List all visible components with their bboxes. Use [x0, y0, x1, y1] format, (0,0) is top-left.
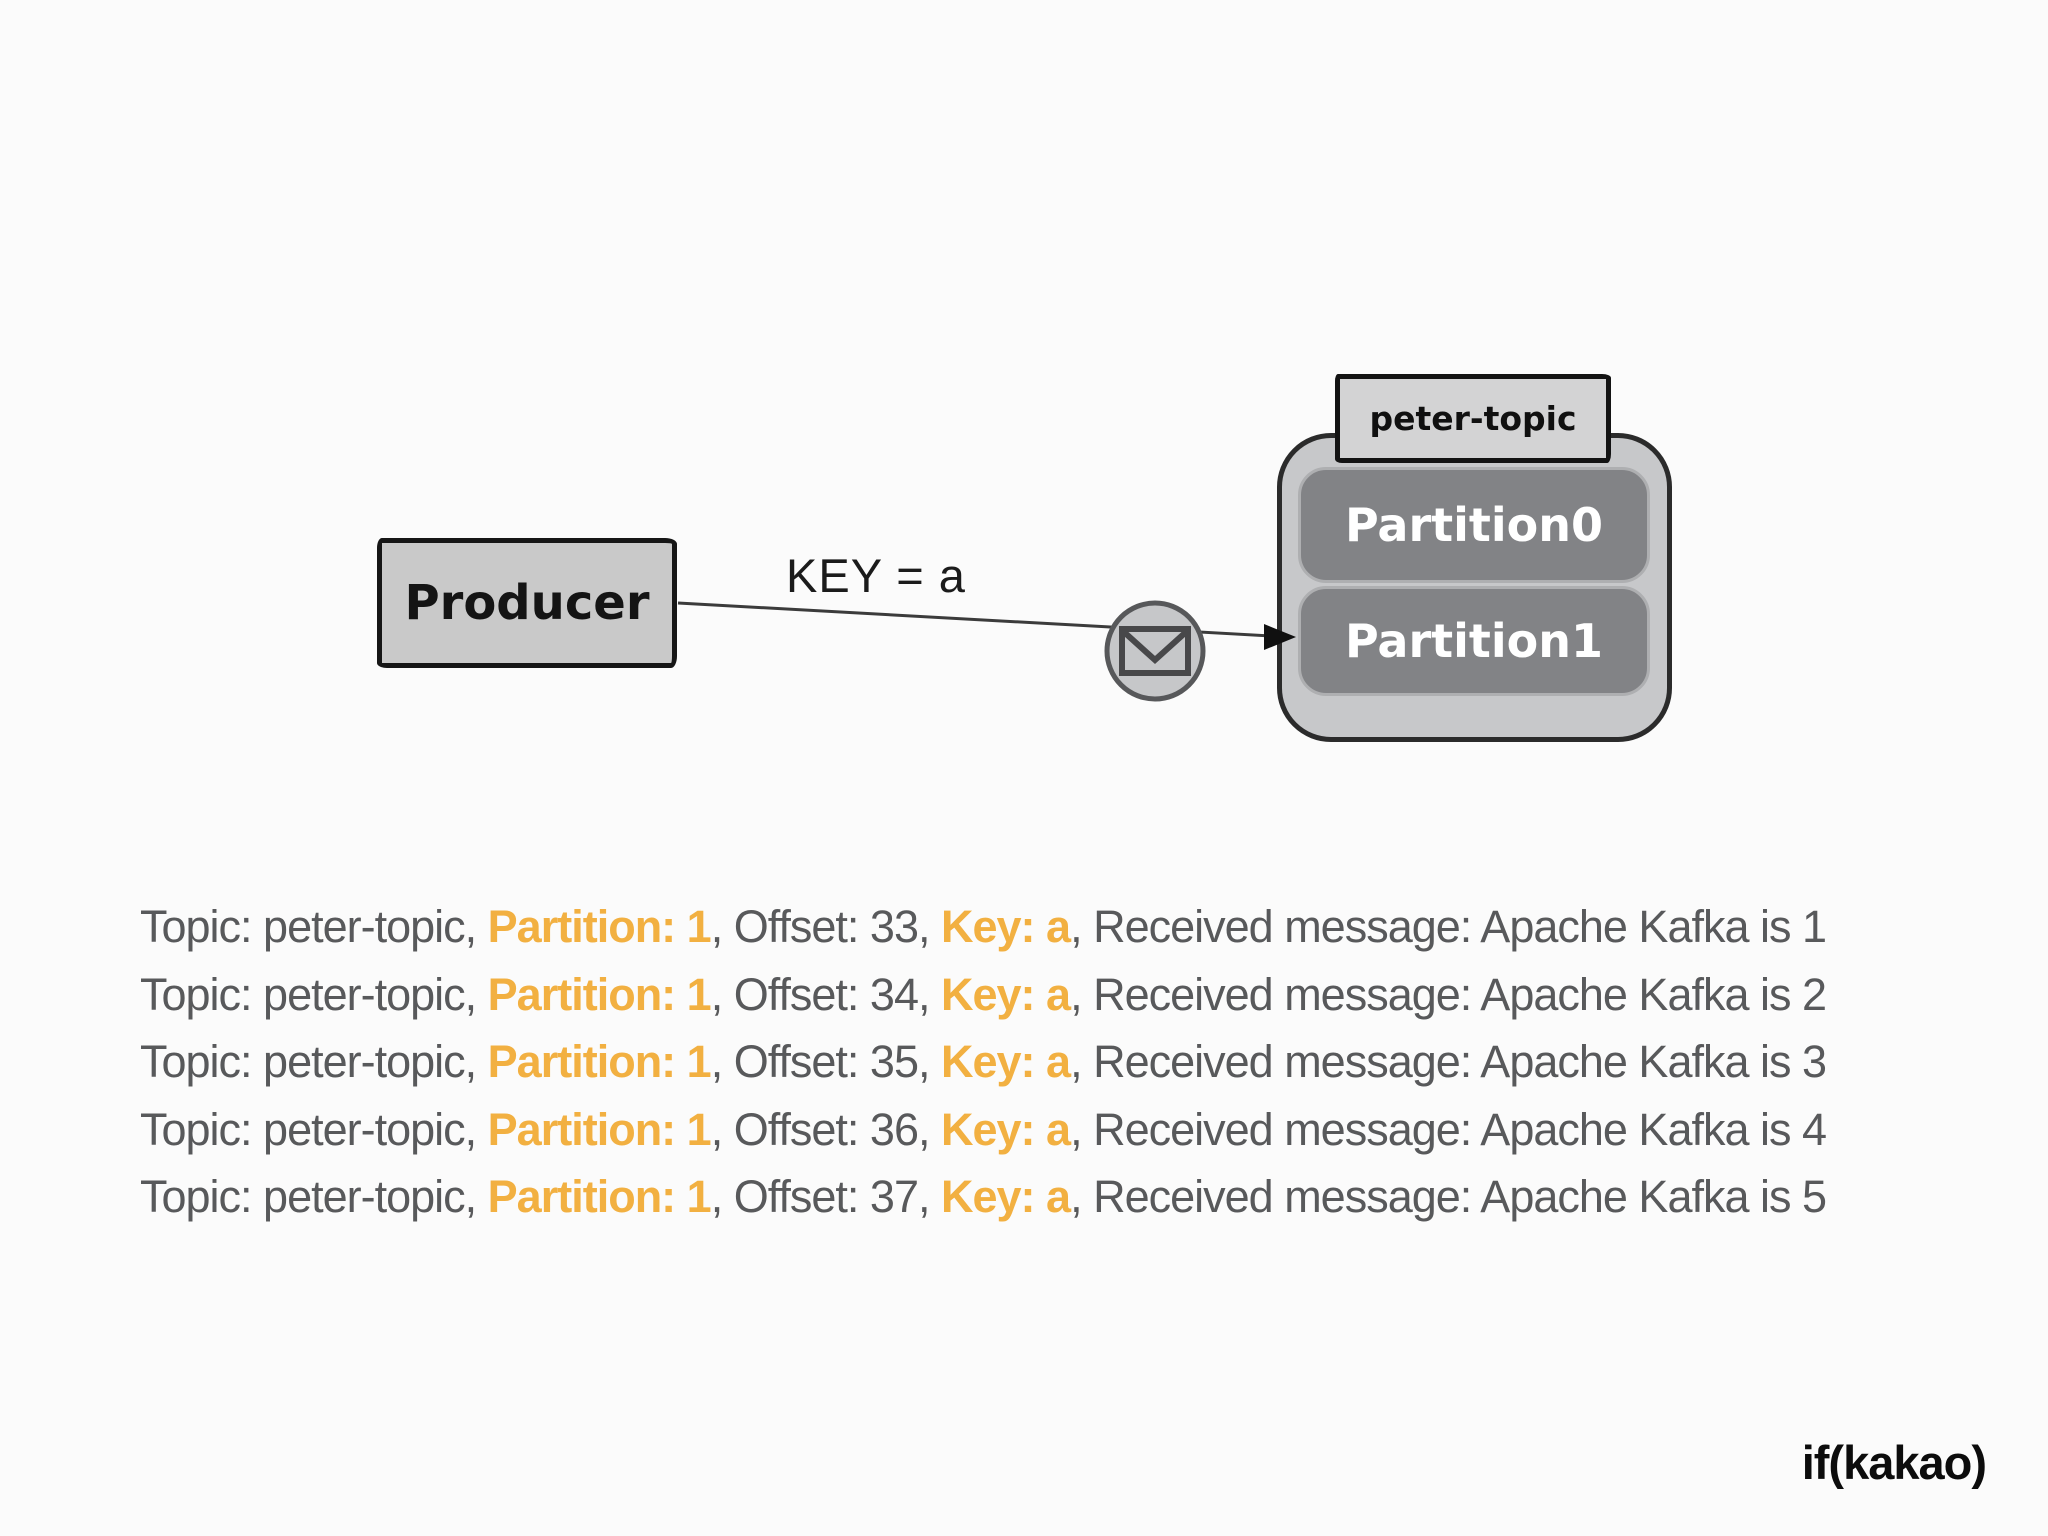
log-text: , Offset: 37,	[710, 1171, 941, 1222]
log-text: Topic: peter-topic,	[140, 1103, 488, 1155]
envelope-message-icon	[1104, 600, 1206, 702]
ifkakao-logo: if(kakao)	[1801, 1436, 1987, 1489]
log-line: Topic: peter-topic, Partition: 1, Offset…	[140, 961, 1827, 1029]
envelope-body	[1119, 626, 1191, 676]
log-text: Topic: peter-topic,	[140, 1036, 488, 1087]
log-text: , Received message: Apache Kafka is 3	[1070, 1036, 1827, 1087]
log-partition-highlight: Partition: 1	[487, 1103, 712, 1155]
consumer-log-block: Topic: peter-topic, Partition: 1, Offset…	[140, 893, 1827, 1231]
log-key-highlight: Key: a	[941, 901, 1071, 952]
topic-name-label: peter-topic	[1369, 399, 1577, 438]
log-partition-highlight: Partition: 1	[487, 901, 712, 952]
log-partition-highlight: Partition: 1	[487, 1171, 712, 1222]
log-key-highlight: Key: a	[941, 1036, 1071, 1087]
log-text: , Offset: 36,	[710, 1103, 941, 1155]
log-text: , Received message: Apache Kafka is 2	[1070, 968, 1827, 1020]
key-label: KEY = a	[786, 549, 966, 602]
producer-to-partition-line	[677, 601, 1273, 638]
envelope-flap	[1121, 629, 1189, 665]
partition0-box: Partition0	[1298, 467, 1650, 583]
log-text: Topic: peter-topic,	[140, 901, 488, 952]
log-text: , Received message: Apache Kafka is 1	[1070, 901, 1827, 952]
log-line: Topic: peter-topic, Partition: 1, Offset…	[140, 1028, 1827, 1096]
producer-label: Producer	[404, 575, 650, 631]
log-key-highlight: Key: a	[941, 968, 1071, 1020]
envelope-circle	[1104, 600, 1206, 702]
log-text: , Offset: 35,	[710, 1036, 941, 1087]
log-line: Topic: peter-topic, Partition: 1, Offset…	[140, 1163, 1827, 1231]
log-text: , Received message: Apache Kafka is 4	[1070, 1103, 1827, 1155]
partition1-box: Partition1	[1298, 586, 1650, 696]
partition0-label: Partition0	[1344, 498, 1604, 552]
log-line: Topic: peter-topic, Partition: 1, Offset…	[140, 893, 1827, 961]
log-text: , Received message: Apache Kafka is 5	[1070, 1171, 1827, 1222]
log-text: Topic: peter-topic,	[140, 968, 488, 1020]
producer-box: Producer	[377, 538, 677, 668]
topic-name-box: peter-topic	[1335, 374, 1611, 463]
log-key-highlight: Key: a	[941, 1171, 1071, 1222]
log-partition-highlight: Partition: 1	[487, 968, 712, 1020]
log-text: Topic: peter-topic,	[140, 1171, 488, 1222]
log-line: Topic: peter-topic, Partition: 1, Offset…	[140, 1096, 1827, 1164]
log-text: , Offset: 34,	[710, 968, 941, 1020]
log-text: , Offset: 33,	[710, 901, 941, 952]
log-key-highlight: Key: a	[941, 1103, 1071, 1155]
log-partition-highlight: Partition: 1	[487, 1036, 712, 1087]
partition1-label: Partition1	[1344, 614, 1604, 668]
